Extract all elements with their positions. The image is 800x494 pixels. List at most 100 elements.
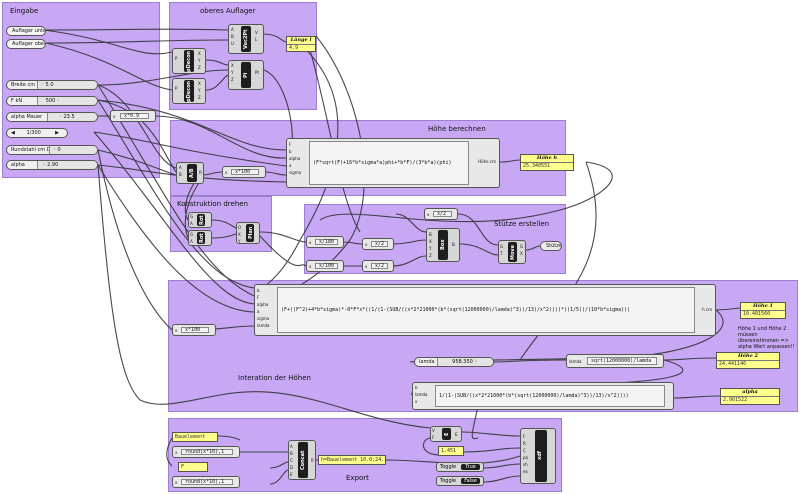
slider-breite-cm[interactable]: Breite cm ◦ 5.0 [6, 80, 98, 90]
e-core: E [442, 428, 451, 440]
panel-f-small-value: F [181, 464, 185, 470]
toggle-false[interactable]: Toggle False [436, 476, 484, 486]
expr-x-times-0-9[interactable]: x x*0.9 [110, 110, 156, 122]
pdeconst-2-in: P [175, 86, 178, 91]
expr-x-times-100-b-body: x*100 [181, 327, 209, 333]
expr-x-div-100-body: x/100 [315, 263, 338, 269]
panel-hoehe-1-value: 10.401560 [743, 311, 771, 317]
slider-f-kn-track[interactable]: 500 ◦ [37, 97, 97, 105]
expr-long-formula-body: (F+((F^2)+4*b*sigma)*-0*F*x*((1/(1-(SUB/… [277, 287, 695, 333]
toggle-true[interactable]: Toggle True [436, 462, 484, 472]
slider-breite-cm-track[interactable]: ◦ 5.0 [37, 81, 97, 89]
panel-f-small[interactable]: F [178, 462, 208, 472]
slider-alpha-label: alpha [11, 162, 25, 168]
panel-e-value[interactable]: 1.451 [438, 446, 464, 456]
toggle-true-value[interactable]: True [461, 464, 480, 470]
slider-breite-cm-value: 5.0 [45, 82, 54, 88]
group-title-konstruktion-drehen: Konstruktion drehen [177, 200, 249, 208]
slider-lamda-value: 958.350 [452, 359, 473, 365]
panel-laenge-value: 4.9 [289, 45, 299, 51]
expr-x-div-2-mid[interactable]: x x/2 [362, 238, 394, 250]
slider-alpha-mauer-track[interactable]: ◦ 23.5 [47, 113, 97, 121]
expr-x-div-2-bot-body: x/2 [371, 263, 388, 269]
panel-hoehe-2-header: Höhe 2 [717, 353, 779, 361]
expr-x-times-100-a-input: x [225, 170, 228, 175]
expr-lamda-formula-input: lamda [569, 359, 582, 364]
slider-alpha-mauer[interactable]: alpha Mauer ◦ 23.5 [6, 112, 98, 122]
rot-1-core: Rot [197, 214, 205, 226]
expr-x-div-2-top[interactable]: x x/2 [424, 208, 458, 220]
panel-laenge[interactable]: Länge l 4.9 [286, 36, 316, 52]
concat-out: R [311, 458, 314, 463]
stepper-scale-value: 1/300 [26, 130, 41, 136]
expr-x-div-100[interactable]: x x/100 [306, 260, 344, 272]
slider-alpha[interactable]: alpha ◦ 2.90 [6, 160, 98, 170]
expr-x-times-100-b[interactable]: x x*100 [172, 324, 216, 336]
panel-concat-output[interactable]: h=Bauelement 10.0;24.3 [318, 455, 386, 465]
panel-alpha-out[interactable]: alpha 2.901522 [720, 388, 780, 405]
pdeconst-2-core: pDecon [184, 80, 194, 102]
expr-long-formula-output: h cm [702, 307, 712, 312]
expr-x-times-100-b-input: x [175, 328, 178, 333]
slider-rundstahl[interactable]: Rundstahl cm Diff ◦ 0 [6, 145, 98, 155]
expr-x-div-2-bot[interactable]: x x/2 [362, 260, 394, 272]
param-auflager-unten[interactable]: Auflager unten [6, 26, 46, 36]
stepper-right-icon[interactable]: ▶ [55, 130, 59, 136]
toggle-true-label: Toggle [440, 464, 457, 470]
toggle-false-label: Toggle [440, 478, 457, 484]
panel-hoehe-1-header: Höhe 1 [741, 303, 785, 311]
expr-x-times-100-a[interactable]: x x*100 [222, 166, 266, 178]
panel-hoehe-h[interactable]: Höhe h 25.340551 [520, 154, 574, 171]
slider-alpha-track[interactable]: ◦ 2.90 [37, 161, 97, 169]
expr-round-1[interactable]: x round(x*10),1 [172, 446, 240, 458]
expr-lamda-formula[interactable]: lamda sqrt(12000000)/lamda [566, 354, 664, 368]
panel-hoehe-h-value: 25.340551 [523, 163, 551, 169]
expr-x-div-2-mid-input: x [365, 242, 368, 247]
slider-f-kn-value: 500 [45, 98, 56, 104]
panel-hoehe-1[interactable]: Höhe 1 10.401560 [740, 302, 786, 319]
slider-lamda[interactable]: lamda 958.350 ◦ [414, 357, 494, 367]
slider-lamda-track[interactable]: 958.350 ◦ [437, 358, 493, 366]
slider-rundstahl-track[interactable]: ◦ 0 [49, 146, 97, 154]
expr-round-2[interactable]: x round(x*10),1 [172, 476, 240, 488]
expr-round-2-body: round(x*10),1 [181, 479, 233, 485]
param-auflager-oben[interactable]: Auflager oben [6, 39, 46, 49]
panel-hoehe-h-header: Höhe h [521, 155, 573, 163]
group-title-export: Export [346, 474, 369, 482]
panel-hoehe-2[interactable]: Höhe 2 24.441146 [716, 352, 780, 369]
slider-f-kn[interactable]: F kN 500 ◦ [6, 96, 98, 106]
expr-x-div-180[interactable]: x x/180 [306, 236, 344, 248]
expr-x-div-180-body: x/180 [315, 239, 338, 245]
group-title-hoehe-berechnen: Höhe berechnen [428, 125, 486, 133]
param-stuetze[interactable]: Stütze [540, 241, 562, 251]
slider-rundstahl-value: 0 [57, 147, 61, 153]
toggle-false-value[interactable]: False [461, 478, 480, 484]
stepper-scale[interactable]: ◀ 1/300 ▶ [6, 128, 68, 138]
panel-bauelement[interactable]: Bauelement [172, 432, 218, 442]
stepper-left-icon[interactable]: ◀ [11, 130, 15, 136]
expr-hoehe-berechnen-output: Höhe cm [478, 159, 496, 164]
